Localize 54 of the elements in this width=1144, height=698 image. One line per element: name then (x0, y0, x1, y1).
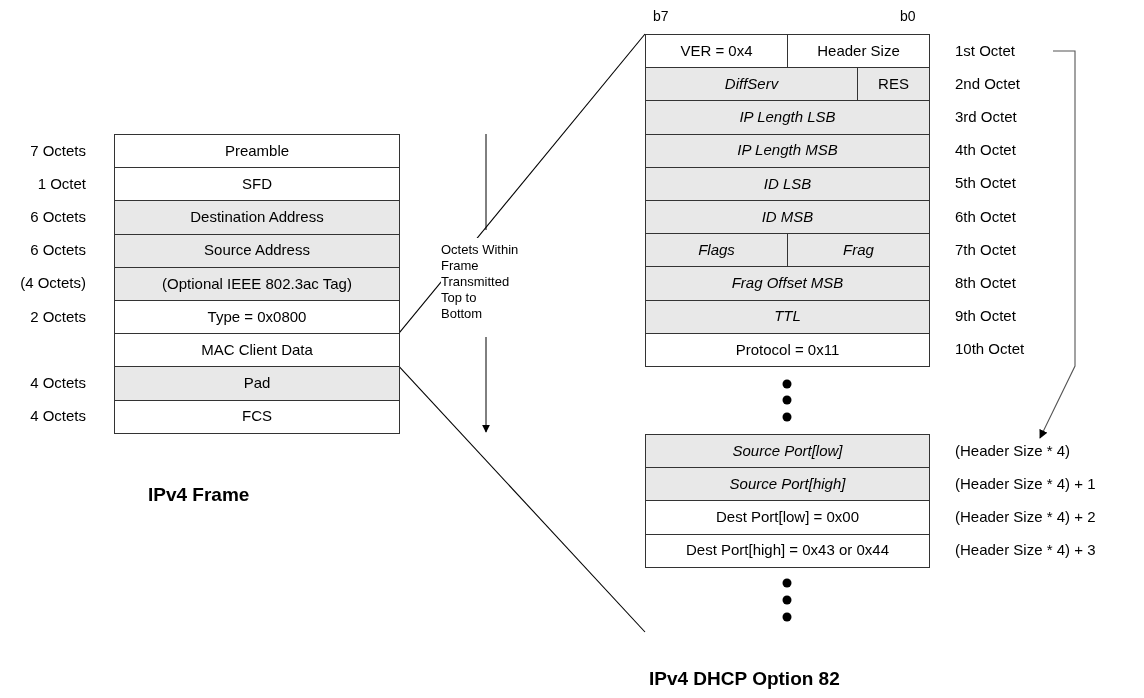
field-cell: DiffServ (645, 67, 858, 102)
octet-label: 1 Octet (37, 175, 86, 191)
field-cell: Pad (114, 366, 400, 401)
field-cell: Flags (645, 233, 788, 268)
octet-label: 8th Octet (955, 275, 1016, 290)
field-cell: IP Length LSB (645, 100, 930, 135)
field-cell: Source Address (114, 233, 400, 268)
field-cell: ID MSB (645, 200, 930, 235)
field-cell: (Optional IEEE 802.3ac Tag) (114, 266, 400, 301)
octet-label: 6 Octets (30, 242, 86, 258)
field-cell: TTL (645, 299, 930, 334)
octet-label: 6 Octets (30, 209, 86, 224)
field-cell: Source Port[low] (645, 434, 930, 469)
octet-label: (Header Size * 4) + 1 (955, 475, 1096, 491)
octet-label: (Header Size * 4) + 3 (955, 542, 1096, 558)
field-cell: Protocol = 0x11 (645, 332, 930, 367)
field-cell: Frag Offset MSB (645, 266, 930, 301)
offset-label: (Header Size * 4) (955, 440, 1106, 463)
field-cell: Frag (787, 233, 930, 268)
field-cell: RES (857, 67, 930, 102)
octet-label: 4 Octets (30, 375, 86, 390)
field-cell: FCS (114, 399, 400, 434)
octet-label: (Header Size * 4) + 2 (955, 509, 1096, 524)
field-cell: Dest Port[low] = 0x00 (645, 500, 930, 535)
bit-label: b7 (653, 9, 669, 23)
octet-label: 9th Octet (955, 308, 1016, 324)
octet-label: 4 Octets (30, 408, 86, 424)
octet-label: 3rd Octet (955, 109, 1017, 124)
field-cell: Dest Port[high] = 0x43 or 0x44 (645, 533, 930, 568)
field-cell: Destination Address (114, 200, 400, 235)
field-cell: VER = 0x4 (645, 34, 788, 69)
octet-label: 6th Octet (955, 208, 1016, 224)
octet-label: 7th Octet (955, 241, 1016, 257)
frame-title: IPv4 Frame (148, 485, 250, 504)
octet-label: 4th Octet (955, 142, 1016, 158)
field-cell: Source Port[high] (645, 467, 930, 502)
field-cell: ID LSB (645, 166, 930, 201)
octet-label: 10th Octet (955, 341, 1025, 357)
arrow (1039, 50, 1076, 439)
option-title: IPv4 DHCP Option 82 (649, 669, 840, 688)
octet-label: 2 Octets (30, 308, 86, 324)
bit-label: b0 (900, 9, 916, 23)
field-cell: MAC Client Data (114, 333, 400, 368)
field-cell: Preamble (114, 134, 400, 169)
field-cell: IP Length MSB (645, 133, 930, 168)
octet-label: 2nd Octet (955, 75, 1021, 91)
offset-label: 1st Octet (955, 40, 1052, 63)
field-cell: SFD (114, 167, 400, 202)
field-cell: Header Size (787, 34, 930, 69)
connector-line (398, 365, 646, 633)
octet-label: 5th Octet (955, 175, 1016, 191)
octet-label: (4 Octets) (20, 275, 86, 291)
octet-label: 7 Octets (30, 142, 86, 158)
field-cell: Type = 0x0800 (114, 300, 400, 335)
